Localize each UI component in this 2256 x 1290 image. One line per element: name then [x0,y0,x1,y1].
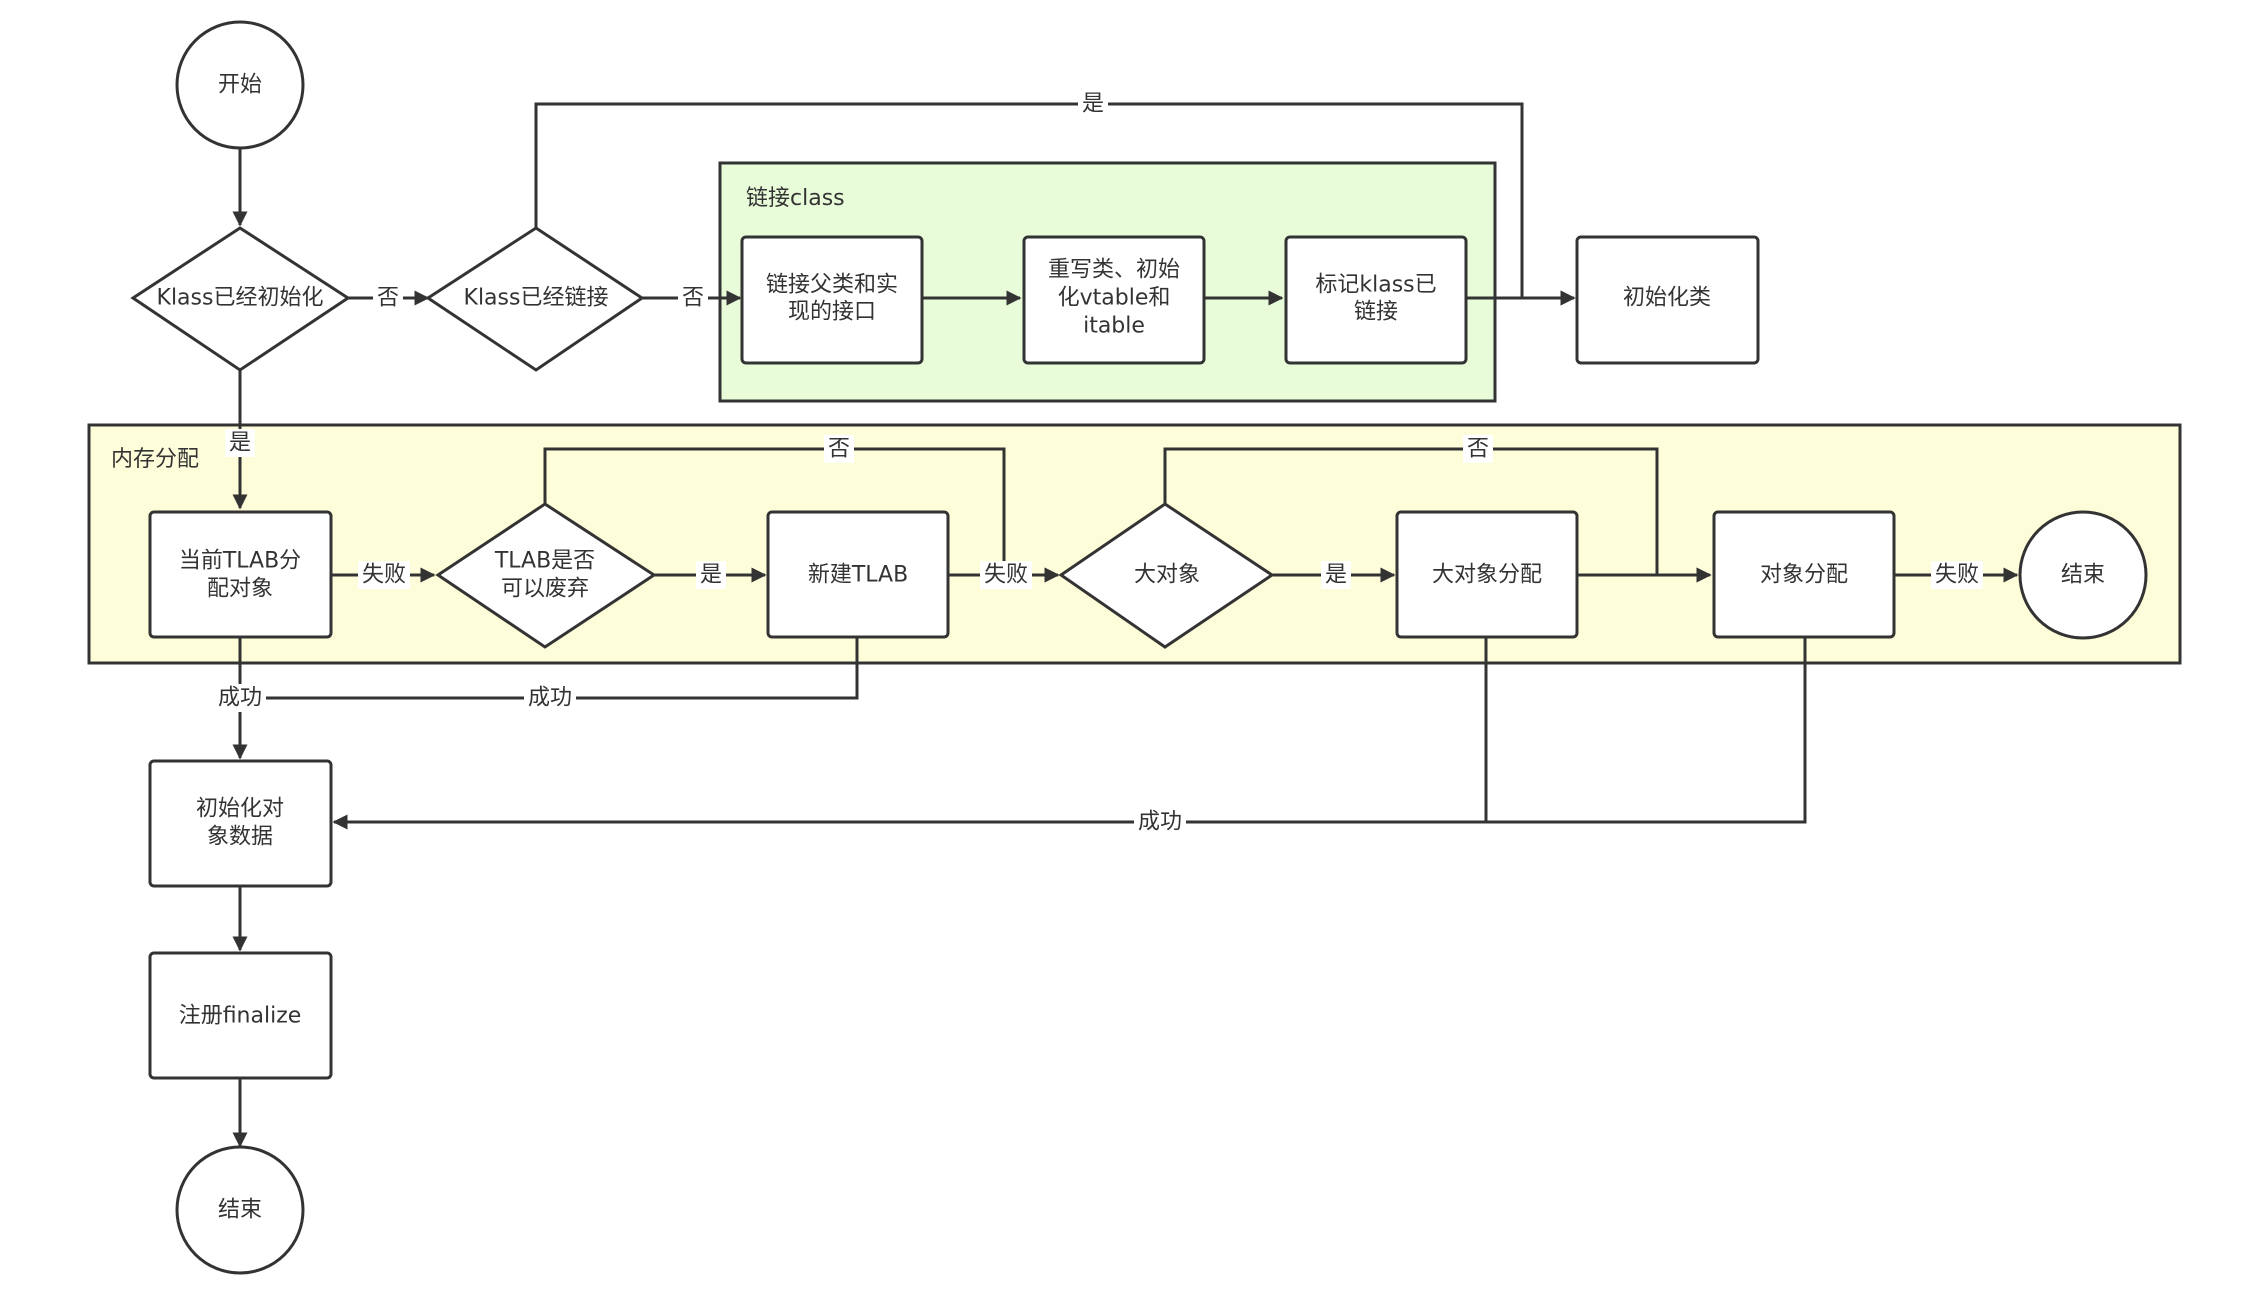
label-no-large: 否 [1463,435,1493,463]
edge-labels: 是 否 否 是 失败 否 是 失败 [214,90,1983,836]
svg-text:是: 是 [229,431,251,456]
node-large-alloc: 大对象分配 [1395,510,1579,639]
svg-text:否: 否 [828,437,850,462]
node-tlab-alloc: 当前TLAB分 配对象 [148,510,333,639]
node-rewrite-vtable: 重写类、初始 化vtable和 itable [1022,235,1206,365]
svg-text:成功: 成功 [1138,810,1182,835]
svg-text:成功: 成功 [218,686,262,711]
svg-text:初始化对: 初始化对 [196,797,284,822]
label-no-discard: 否 [824,435,854,463]
node-end-inner: 结束 [2018,510,2148,640]
label-yes-init: 是 [225,429,255,457]
svg-text:可以废弃: 可以废弃 [501,577,589,602]
svg-text:否: 否 [1467,437,1489,462]
group-memory-alloc-title: 内存分配 [111,447,199,472]
svg-text:大对象: 大对象 [1134,563,1200,588]
label-fail-tlab: 失败 [358,561,410,589]
svg-text:是: 是 [1082,92,1104,117]
node-init-object-data: 初始化对 象数据 [148,759,333,888]
svg-text:成功: 成功 [528,686,572,711]
svg-text:失败: 失败 [362,563,406,588]
svg-text:现的接口: 现的接口 [788,300,876,325]
svg-text:失败: 失败 [984,563,1028,588]
label-fail-new: 失败 [980,561,1032,589]
edge-new-tlab-success [240,637,859,700]
svg-text:象数据: 象数据 [207,825,273,850]
svg-text:Klass已经链接: Klass已经链接 [464,286,609,311]
svg-text:结束: 结束 [218,1198,262,1223]
svg-text:注册finalize: 注册finalize [179,1004,302,1029]
svg-text:TLAB是否: TLAB是否 [494,549,595,574]
svg-text:链接父类和实: 链接父类和实 [766,273,898,298]
svg-text:Klass已经初始化: Klass已经初始化 [157,286,324,311]
label-success-new: 成功 [524,684,576,712]
svg-text:化vtable和: 化vtable和 [1058,286,1171,311]
svg-text:结束: 结束 [2061,563,2105,588]
node-register-finalize: 注册finalize [148,951,333,1080]
node-large-object: 大对象 [1058,502,1275,649]
node-klass-linked: Klass已经链接 [425,226,645,372]
svg-text:开始: 开始 [218,73,262,98]
svg-text:链接: 链接 [1354,300,1398,325]
label-no-init: 否 [373,284,403,312]
node-mark-linked: 标记klass已 链接 [1284,235,1468,365]
svg-text:对象分配: 对象分配 [1760,563,1848,588]
svg-text:重写类、初始: 重写类、初始 [1048,258,1180,283]
edges [232,102,2019,1148]
node-new-tlab: 新建TLAB [766,510,950,639]
svg-text:当前TLAB分: 当前TLAB分 [179,549,301,574]
svg-text:配对象: 配对象 [207,577,273,602]
label-yes-top: 是 [1078,90,1108,118]
label-yes-discard: 是 [696,561,726,589]
svg-text:是: 是 [700,563,722,588]
svg-text:否: 否 [682,286,704,311]
svg-text:否: 否 [377,286,399,311]
node-klass-initialized: Klass已经初始化 [130,226,351,372]
edge-object-alloc-success [332,637,1807,830]
node-link-parent: 链接父类和实 现的接口 [740,235,924,365]
svg-text:大对象分配: 大对象分配 [1432,563,1542,588]
svg-text:是: 是 [1325,563,1347,588]
svg-text:itable: itable [1083,314,1145,339]
label-no-link: 否 [678,284,708,312]
svg-text:新建TLAB: 新建TLAB [808,563,908,588]
label-yes-large: 是 [1321,561,1351,589]
node-object-alloc: 对象分配 [1712,510,1896,639]
svg-text:标记klass已: 标记klass已 [1315,273,1436,298]
group-link-class-title: 链接class [746,186,845,211]
nodes: 开始 Klass已经初始化 Klass已经链接 链接父类和实 现的接口 重写类、… [130,20,2148,1275]
label-fail-obj: 失败 [1931,561,1983,589]
label-success-bottom: 成功 [1134,808,1186,836]
node-end: 结束 [175,1145,305,1275]
node-start: 开始 [175,20,305,150]
svg-text:失败: 失败 [1935,563,1979,588]
node-init-class: 初始化类 [1575,235,1760,365]
label-success-tlab: 成功 [214,684,266,712]
node-tlab-discard: TLAB是否 可以废弃 [435,502,657,649]
svg-text:初始化类: 初始化类 [1623,286,1711,311]
